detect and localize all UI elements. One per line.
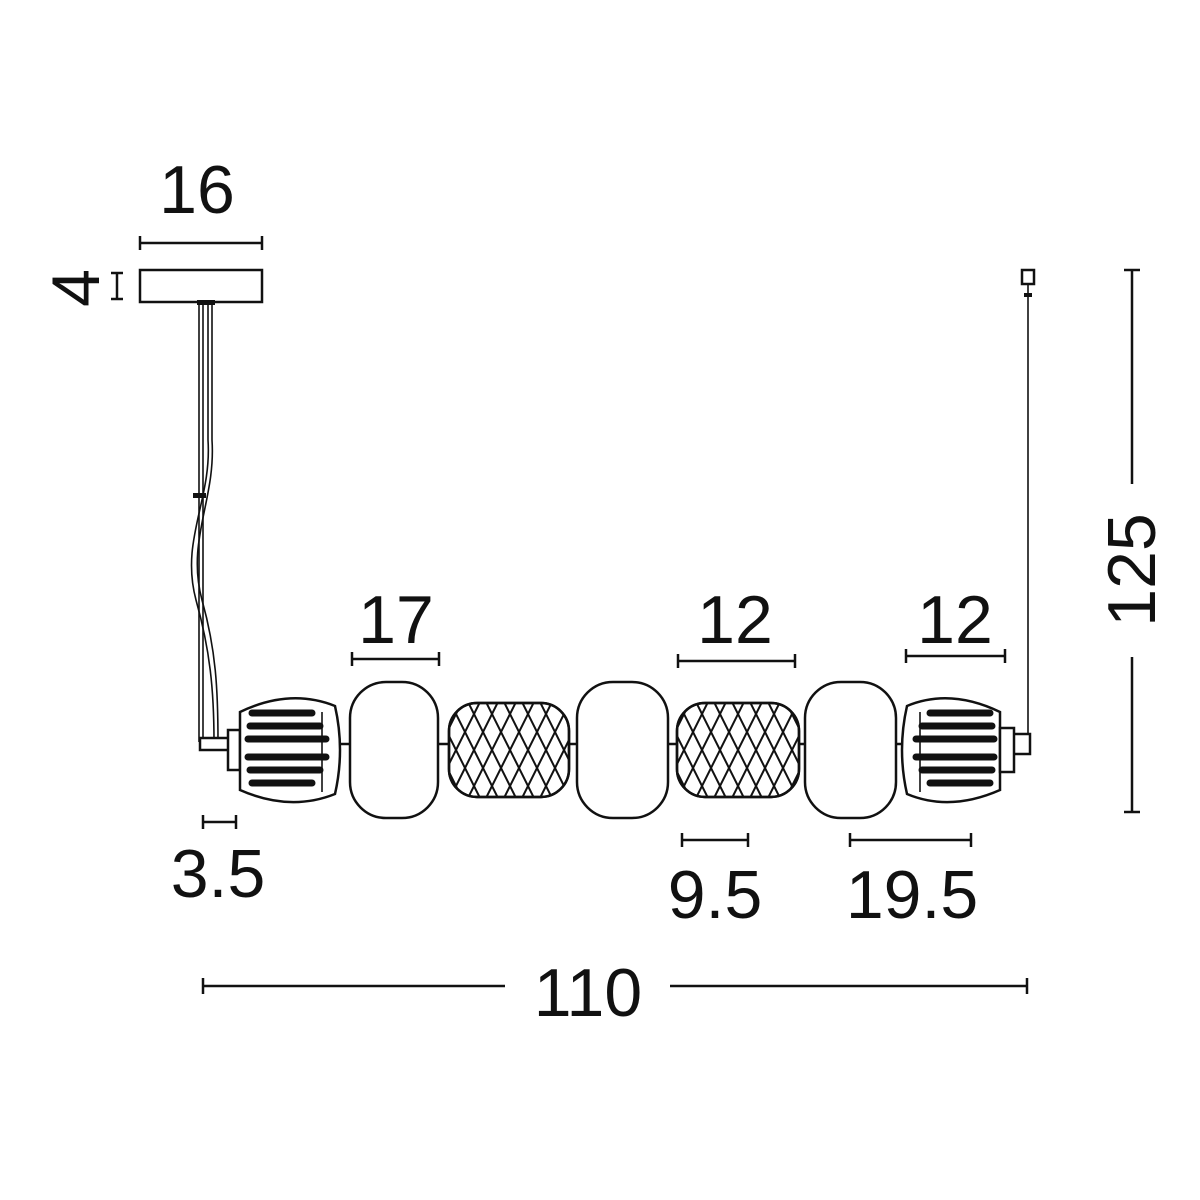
mesh-line bbox=[449, 703, 464, 797]
right-end-shade bbox=[900, 697, 1016, 804]
mesh-line bbox=[502, 703, 554, 797]
connector-width-dimension-line bbox=[680, 833, 750, 847]
right-suspension-wire bbox=[1020, 268, 1036, 735]
mesh-pattern bbox=[677, 703, 799, 797]
globe-shade-3 bbox=[803, 680, 898, 820]
mesh-line bbox=[766, 703, 799, 797]
mesh-line bbox=[712, 703, 764, 797]
mesh-line bbox=[449, 703, 500, 797]
end-cap-width-dimension-line bbox=[201, 815, 238, 829]
overall-height-dimension-line bbox=[1124, 268, 1140, 814]
mesh-shade-1 bbox=[447, 701, 571, 799]
left-end-shade bbox=[226, 697, 342, 804]
canopy-height-dimension-line bbox=[111, 271, 123, 301]
mesh-line bbox=[694, 703, 746, 797]
mesh-line bbox=[677, 703, 692, 797]
segment-width-dimension-line bbox=[848, 833, 973, 847]
mesh-line bbox=[466, 703, 518, 797]
overall-height-label: 125 bbox=[1094, 513, 1170, 626]
mesh-line bbox=[538, 703, 569, 797]
canopy-height-label: 4 bbox=[38, 269, 114, 307]
end-shade-width-dimension-line bbox=[904, 649, 1007, 663]
mesh-line bbox=[748, 703, 799, 797]
globe-shade-2 bbox=[575, 680, 670, 820]
suspension-rod bbox=[193, 304, 206, 742]
globe-width-dimension-line bbox=[350, 652, 441, 666]
mesh-line bbox=[449, 703, 464, 797]
mesh-line bbox=[520, 703, 569, 797]
mesh-shade-2 bbox=[675, 701, 801, 799]
end-cap-width-label: 3.5 bbox=[171, 836, 266, 912]
mesh-line bbox=[484, 703, 536, 797]
power-cable bbox=[190, 304, 219, 743]
mesh-line bbox=[677, 703, 710, 797]
mesh-width-label: 12 bbox=[697, 582, 773, 658]
mesh-line bbox=[784, 703, 799, 797]
canopy-width-dimension-line bbox=[138, 236, 264, 250]
globe-width-label: 17 bbox=[358, 582, 434, 658]
ceiling-canopy bbox=[138, 268, 264, 305]
overall-length-dimension-line bbox=[201, 978, 1029, 994]
segment-width-label: 19.5 bbox=[846, 857, 978, 933]
mesh-line bbox=[730, 703, 782, 797]
mesh-line bbox=[449, 703, 482, 797]
overall-length-label: 110 bbox=[534, 955, 642, 1031]
connector-width-label: 9.5 bbox=[668, 857, 763, 933]
mesh-line bbox=[784, 703, 799, 797]
mesh-line bbox=[677, 703, 728, 797]
mesh-line bbox=[677, 703, 692, 797]
mesh-width-dimension-line bbox=[676, 654, 797, 668]
canopy-width-label: 16 bbox=[159, 152, 235, 228]
end-shade-width-label: 12 bbox=[917, 582, 993, 658]
globe-shade-1 bbox=[348, 680, 440, 820]
